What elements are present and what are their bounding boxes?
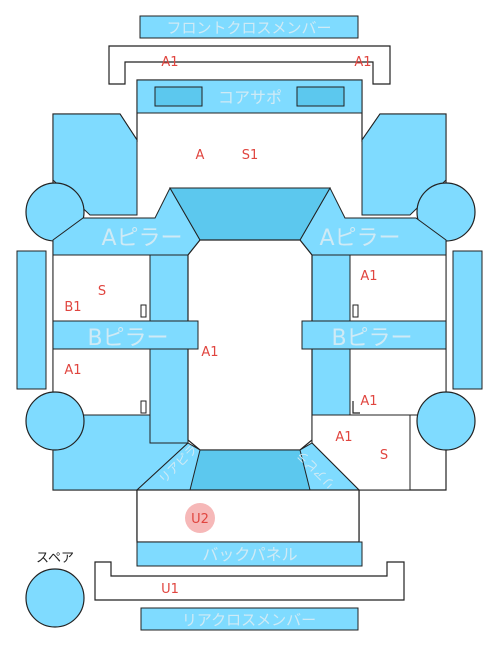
back-panel [136,541,363,567]
code-front-area-a: A [196,148,205,163]
front-cross-member [139,15,359,39]
code-front-member-right: A1 [354,55,371,70]
b-pillar-right [301,320,447,350]
core-support-left-light [154,86,203,107]
back-panel-label: バックパネル [202,545,297,564]
front-member-bracket [108,45,391,85]
rear-right-wheel [416,391,476,451]
code-right-upper-a1: A1 [360,269,377,284]
code-left-upper-b1: B1 [64,300,81,315]
right-front-door-handle [352,304,359,318]
right-rear-door-handle [352,401,360,414]
b-pillar-right-label: Bピラー [331,326,412,351]
code-left-upper-s: S [98,284,106,299]
a-pillar-right-label: Aピラー [319,226,400,251]
code-right-rear-s: S [380,448,388,463]
u2-badge [185,503,215,533]
code-front-area-s1: S1 [242,148,259,163]
b-pillar-left-label: Bピラー [87,326,168,351]
left-rear-door-handle [140,400,147,414]
code-right-rear-a1: A1 [335,430,352,445]
left-front-door [52,254,151,322]
spare-tire [25,568,85,628]
code-rear-member-u1: U1 [161,582,179,597]
spare-tire-label: スペア [36,551,74,566]
front-cross-member-label: フロントクロスメンバー [166,19,331,37]
code-right-lower-a1: A1 [360,394,377,409]
left-front-door-handle [140,304,147,318]
code-rear-u2: U2 [191,512,209,527]
trunk-lid [136,489,360,543]
right-front-fender [361,113,447,216]
a-pillar-left-label: Aピラー [101,226,182,251]
core-support-right-light [296,86,345,107]
right-side-sill [452,250,483,390]
rear-member-bracket [94,561,405,601]
code-roof-a1: A1 [201,345,218,360]
code-front-member-left: A1 [161,55,178,70]
core-support-label: コアサポ [218,88,282,107]
code-left-lower-a1: A1 [64,363,81,378]
rear-cross-member-label: リアクロスメンバー [182,611,316,629]
rear-cross-member [140,607,359,631]
left-side-sill [16,250,47,390]
b-pillar-left [52,320,199,350]
rear-left-wheel [25,391,85,451]
right-front-door [349,254,447,322]
